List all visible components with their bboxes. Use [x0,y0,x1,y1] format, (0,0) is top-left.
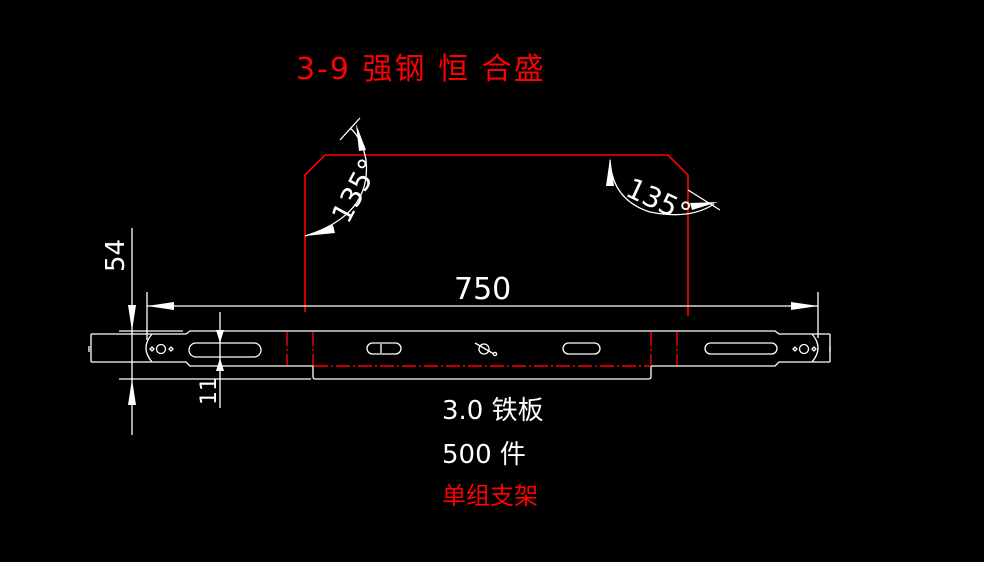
angle-dimension-left: 135° [304,117,386,237]
slot-width-label: 11 [197,377,222,405]
description-note: 单组支架 [442,482,538,510]
length-dimension: 750 [146,272,819,340]
drawing-title: 3-9 强钢 恒 合盛 [296,52,546,87]
angle-dimension-right: 135° [606,158,721,230]
height-dimension: 54 [101,228,311,435]
angle-label-left: 135° [325,153,386,228]
angle-label-right: 135° [621,171,696,229]
material-note: 3.0 铁板 [442,396,544,426]
length-label: 750 [454,272,511,307]
height-label: 54 [101,239,131,272]
quantity-note: 500 件 [442,440,526,470]
bend-profile [304,154,689,316]
slot-width-dimension: 11 [197,312,224,408]
flat-part-outline [88,330,831,380]
